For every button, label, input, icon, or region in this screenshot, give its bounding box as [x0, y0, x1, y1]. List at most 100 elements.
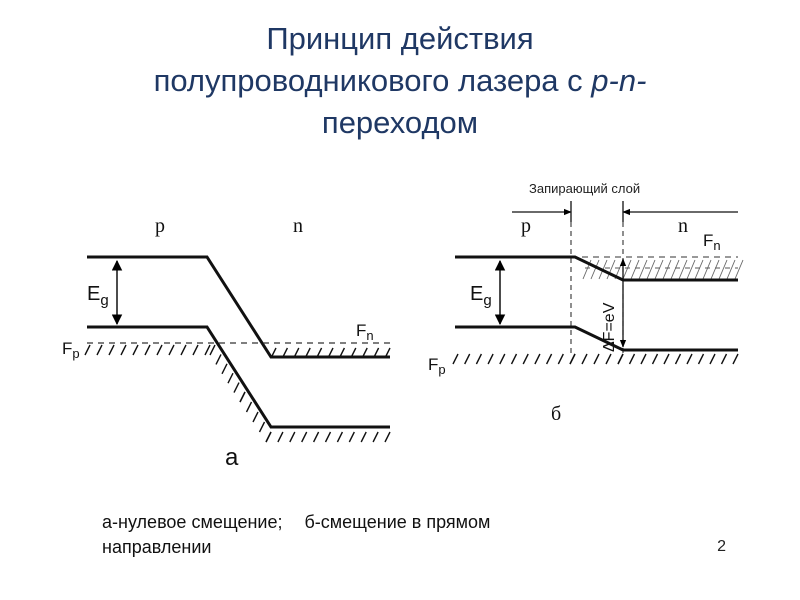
hatch-stroke — [215, 354, 222, 365]
hatch-stroke — [557, 353, 564, 365]
hatch-stroke — [640, 353, 647, 365]
label-fp-b-sub: p — [438, 362, 445, 377]
caption-line-2: направлении — [102, 536, 212, 557]
hatch-stroke — [464, 353, 471, 365]
label-fp-a-main: F — [62, 339, 72, 358]
slide-title: Принцип действия полупроводникового лазе… — [40, 18, 760, 144]
hatch-stroke — [258, 421, 266, 433]
title-pn-italic: p-n- — [591, 63, 647, 99]
hatch-stroke — [108, 344, 115, 356]
hatch-stroke — [221, 363, 228, 375]
hatch-stroke — [581, 353, 588, 365]
valence-band-b — [455, 325, 738, 352]
hatch-stroke — [180, 344, 187, 356]
hatch-stroke — [132, 344, 139, 356]
hatch-stroke — [384, 431, 391, 443]
hatch-fill-stroke — [622, 259, 632, 280]
hatch-stroke — [499, 353, 506, 365]
hatch-stroke — [487, 353, 494, 365]
label-delta-f: ΔF=eV — [601, 302, 618, 352]
hatch-stroke — [338, 347, 346, 359]
hatching-b — [452, 353, 739, 365]
hatch-stroke — [312, 431, 320, 443]
title-line-1: Принцип действия — [266, 21, 534, 56]
figure-caption: а-нулевое смещение; б-смещение в прямом н… — [102, 510, 490, 560]
hatch-stroke — [252, 411, 259, 423]
hatch-stroke — [510, 353, 518, 365]
hatch-fill-stroke — [654, 259, 664, 280]
hatch-stroke — [361, 347, 368, 359]
label-n-a: n — [293, 215, 303, 237]
label-fp-a-sub: p — [72, 346, 79, 361]
hatch-stroke — [327, 347, 334, 359]
label-n-b: n — [678, 215, 688, 237]
hatch-stroke — [277, 431, 284, 443]
hatch-stroke — [720, 353, 728, 365]
label-fn-b-sub: n — [713, 238, 720, 253]
hatch-fill-stroke — [678, 259, 688, 280]
caption-line-1: а-нулевое смещение; б-смещение в прямом — [102, 510, 490, 535]
hatch-stroke — [384, 347, 391, 359]
hatch-stroke — [628, 353, 636, 365]
hatch-stroke — [204, 344, 211, 356]
hatch-fill-stroke — [710, 259, 720, 280]
label-eg-a-main: E — [87, 283, 100, 305]
hatch-stroke — [245, 401, 253, 413]
diagram-b: Запирающий слой p n Fn Eg Fp ΔF=eV — [428, 181, 744, 425]
hatch-stroke — [168, 344, 175, 356]
hatch-stroke — [593, 353, 600, 365]
label-barrier-layer: Запирающий слой — [529, 181, 640, 196]
hatch-stroke — [732, 353, 739, 365]
hatch-stroke — [315, 347, 323, 359]
hatching-fn-region-b — [582, 259, 744, 280]
label-eg-b: Eg — [470, 283, 492, 309]
hatch-stroke — [304, 347, 311, 359]
hatch-fill-stroke — [638, 259, 648, 280]
hatch-stroke — [293, 347, 300, 359]
hatch-stroke — [156, 344, 163, 356]
caption-part-a: а-нулевое смещение; — [102, 512, 283, 532]
label-fn-b-main: F — [703, 231, 713, 250]
label-fn-a: Fn — [356, 321, 374, 343]
hatch-stroke — [192, 344, 199, 356]
hatch-stroke — [96, 344, 103, 356]
hatch-stroke — [617, 353, 624, 365]
hatch-stroke — [120, 344, 127, 356]
hatch-stroke — [84, 344, 91, 356]
hatching-a — [84, 344, 391, 443]
label-b: б — [551, 403, 561, 425]
hatch-stroke — [522, 353, 529, 365]
hatch-stroke — [360, 431, 367, 443]
hatch-stroke — [686, 353, 693, 365]
caption-part-b: б-смещение в прямом — [304, 512, 491, 532]
hatch-stroke — [697, 353, 705, 365]
diagram-a: p n Eg Fn Fp а — [62, 215, 391, 471]
hatch-stroke — [233, 382, 240, 393]
hatch-stroke — [239, 391, 246, 403]
hatch-fill-stroke — [662, 259, 672, 280]
label-p-a: p — [155, 215, 165, 237]
hatch-fill-stroke — [670, 259, 680, 280]
hatch-fill-stroke — [686, 259, 696, 280]
hatch-stroke — [281, 347, 289, 359]
hatch-stroke — [569, 353, 576, 365]
hatch-stroke — [534, 353, 541, 365]
hatch-stroke — [475, 353, 483, 365]
hatch-stroke — [336, 431, 344, 443]
hatch-fill-stroke — [630, 259, 640, 280]
label-fp-b: Fp — [428, 355, 446, 377]
title-line-3: переходом — [321, 105, 479, 141]
hatch-fill-stroke — [726, 259, 736, 280]
hatch-stroke — [348, 431, 355, 443]
label-fp-a: Fp — [62, 339, 80, 361]
label-fn-a-sub: n — [366, 328, 373, 343]
label-fp-b-main: F — [428, 355, 438, 374]
conduction-band-b — [455, 255, 738, 282]
label-eg-b-main: E — [470, 283, 483, 305]
label-fn-a-main: F — [356, 321, 366, 340]
hatch-stroke — [545, 353, 553, 365]
hatch-stroke — [209, 344, 216, 356]
conduction-band-a — [87, 255, 390, 359]
hatch-stroke — [227, 372, 234, 384]
hatch-stroke — [324, 431, 332, 443]
